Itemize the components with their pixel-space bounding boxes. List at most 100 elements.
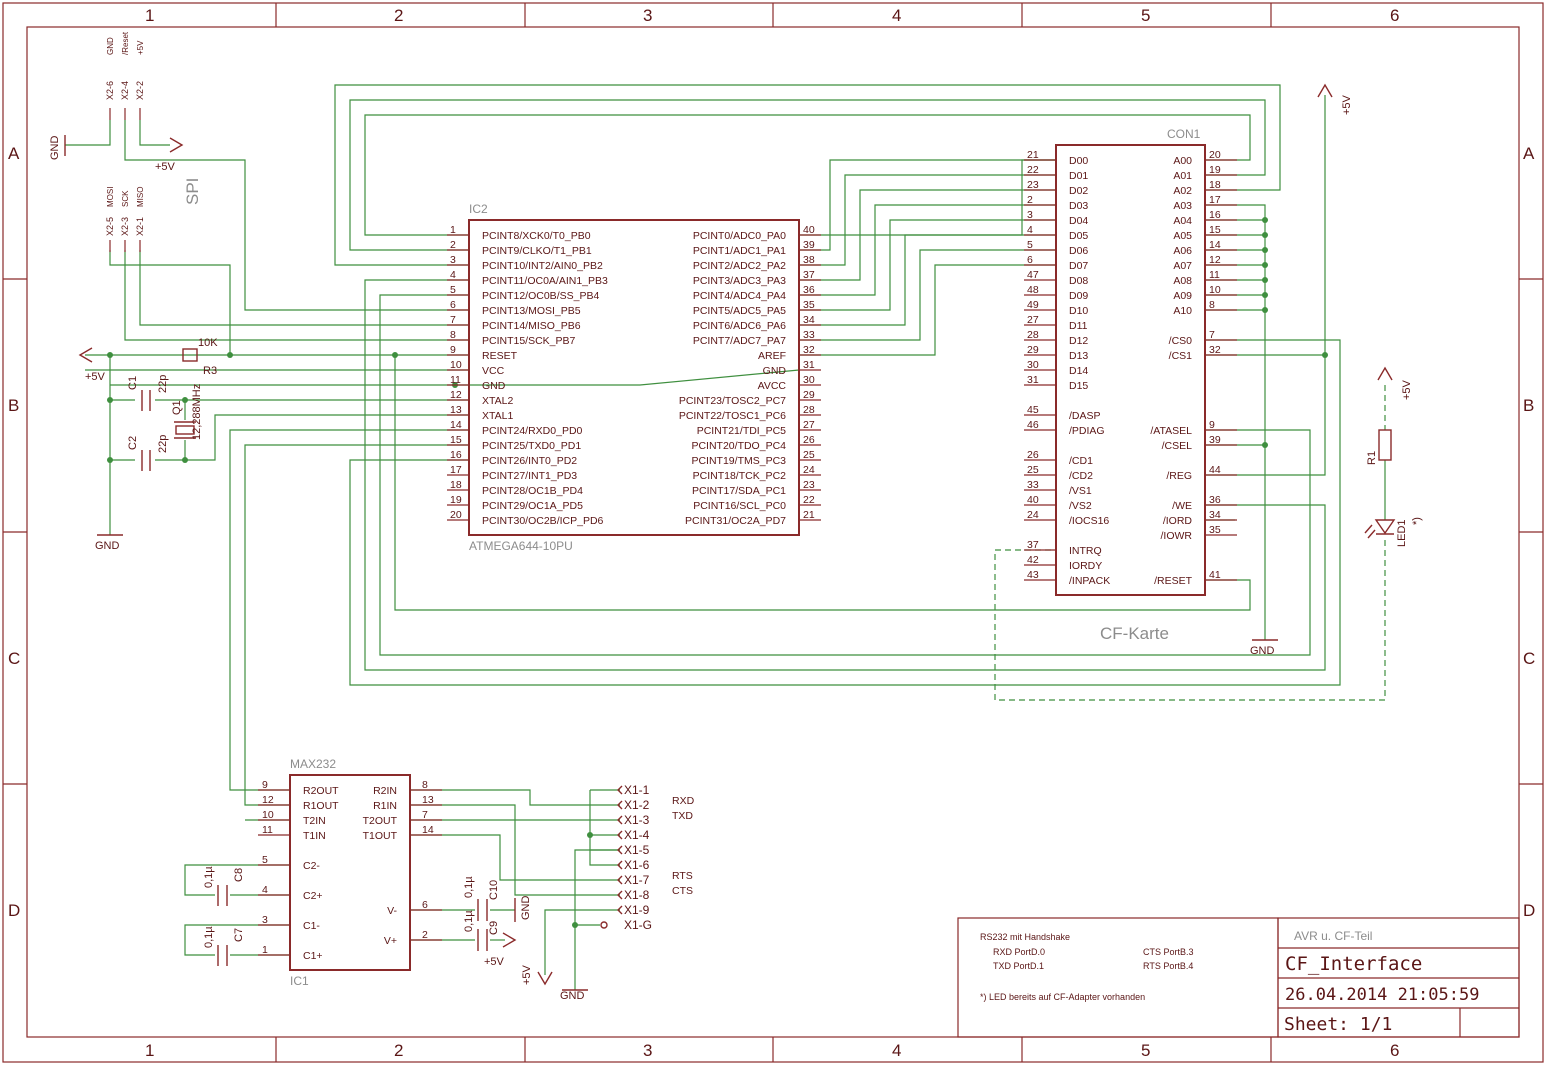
ic1-pin-label: V+ <box>384 935 397 947</box>
ic2-pin-label: PCINT22/TOSC1_PC6 <box>679 410 786 422</box>
con1-pin-label: A09 <box>1173 290 1192 302</box>
con1-pin-num: 48 <box>1027 284 1039 296</box>
con1-pin-label: D02 <box>1069 185 1088 197</box>
con1-pin-num: 25 <box>1027 464 1039 476</box>
con1-pin-label: /INPACK <box>1069 575 1110 587</box>
ic2-pin-label: RESET <box>482 350 518 362</box>
ic2-pin-num: 20 <box>450 509 462 521</box>
ic1-pin-label: V- <box>387 905 397 917</box>
ic2-pin-num: 13 <box>450 404 462 416</box>
con1-pin-num: 43 <box>1027 569 1039 581</box>
ic2-pin-num: 5 <box>450 284 456 296</box>
led1: LED1 *) <box>1364 517 1423 547</box>
spi-bot-pin-label: X2-1 <box>135 217 145 236</box>
frame-col-bottom: 4 <box>892 1041 901 1060</box>
con1-pin-num: 40 <box>1027 494 1039 506</box>
spi-top-pin-label: X2-6 <box>105 81 115 100</box>
ic2-pin-label: GND <box>482 380 506 392</box>
ic2-pin-num: 9 <box>450 344 456 356</box>
ic1-pin-label: C2- <box>303 860 320 872</box>
ic2-pin-num: 17 <box>450 464 462 476</box>
con1-pin-label: D14 <box>1069 365 1088 377</box>
con1-pin-num: 10 <box>1209 284 1221 296</box>
frame-col-bottom: 1 <box>145 1041 154 1060</box>
notes-rxd: RXD PortD.0 <box>993 947 1045 957</box>
con1-pin-num: 46 <box>1027 419 1039 431</box>
frame-col-top: 6 <box>1390 6 1399 25</box>
ic1-name: MAX232 <box>290 757 336 771</box>
ic1-pin-label: C1- <box>303 920 320 932</box>
ic2-pin-label: PCINT3/ADC3_PA3 <box>693 275 786 287</box>
ic2-pin-label: PCINT29/OC1A_PD5 <box>482 500 583 512</box>
con1-pin-num: 5 <box>1027 239 1033 251</box>
c7-capacitor: 0,1µ C7 <box>203 926 245 966</box>
ic1-pin-num: 5 <box>262 854 268 866</box>
drawing-name: CF_Interface <box>1285 953 1422 975</box>
ic2-pin-num: 40 <box>803 224 815 236</box>
ic1-pin-label: C1+ <box>303 950 323 962</box>
ic2-pin-label: PCINT21/TDI_PC5 <box>697 425 786 437</box>
notes-box: RS232 mit Handshake RXD PortD.0 TXD Port… <box>957 917 1279 1038</box>
r3-resistor: 10K R3 <box>182 337 218 377</box>
con1-pin-num: 12 <box>1209 254 1221 266</box>
ic2-pin-num: 23 <box>803 479 815 491</box>
con1-pin-num: 15 <box>1209 224 1221 236</box>
con1-pin-label: INTRQ <box>1069 545 1102 557</box>
con1-pin-num: 8 <box>1209 299 1215 311</box>
c2-capacitor: C2 22p <box>127 435 169 471</box>
ic2-pin-label: PCINT23/TOSC2_PC7 <box>679 395 786 407</box>
title-block: AVR u. CF-Teil CF_Interface 26.04.2014 2… <box>1277 917 1520 1038</box>
ic2-pin-num: 2 <box>450 239 456 251</box>
ic2-pin-num: 3 <box>450 254 456 266</box>
project-label: AVR u. CF-Teil <box>1294 929 1372 943</box>
con1-pin-label: D10 <box>1069 305 1088 317</box>
ic2-pin-label: PCINT30/OC2B/ICP_PD6 <box>482 515 604 527</box>
led1-mark: *) <box>1411 517 1423 525</box>
con1-pin-label: A05 <box>1173 230 1192 242</box>
ic2-pin-label: PCINT6/ADC6_PA6 <box>693 320 786 332</box>
frame-row-left: A <box>8 144 20 163</box>
ic2-pin-num: 35 <box>803 299 815 311</box>
c7-name: C7 <box>233 928 245 942</box>
frame-row-left: C <box>8 649 20 668</box>
con1-pin-label: /VS1 <box>1069 485 1092 497</box>
ic2-name: IC2 <box>469 202 488 216</box>
con1-pin-label: D05 <box>1069 230 1088 242</box>
con1-pin-num: 30 <box>1027 359 1039 371</box>
ic2-pin-num: 6 <box>450 299 456 311</box>
txd-label: TXD <box>672 810 693 822</box>
ic1-pin-num: 8 <box>422 779 428 791</box>
ic1-pin-num: 6 <box>422 899 428 911</box>
ic2-pin-label: PCINT9/CLKO/T1_PB1 <box>482 245 592 257</box>
ic2-pin-num: 31 <box>803 359 815 371</box>
con1-value: CF-Karte <box>1100 624 1169 643</box>
x1-pin-label: X1-9 <box>624 903 650 917</box>
x1-connector: X1-1X1-2X1-3X1-4X1-5X1-6X1-7X1-8X1-9X1-G <box>600 783 652 932</box>
con1-pin-num: 28 <box>1027 329 1039 341</box>
con1-pin-num: 19 <box>1209 164 1221 176</box>
con1-pin-label: A03 <box>1173 200 1192 212</box>
x1-pin-label: X1-8 <box>624 888 650 902</box>
spi-label: SPI <box>183 178 202 205</box>
frame-col-top: 1 <box>145 6 154 25</box>
con1-pin-label: /RESET <box>1154 575 1193 587</box>
con1-pin-label: D11 <box>1069 320 1088 332</box>
ic2-pin-label: PCINT7/ADC7_PA7 <box>693 335 786 347</box>
con1-pin-label: /IOCS16 <box>1069 515 1109 527</box>
ic1-pin-num: 7 <box>422 809 428 821</box>
con1-pin-label: D08 <box>1069 275 1088 287</box>
c10-capacitor: 0,1µ C10 <box>463 876 500 921</box>
c7-value: 0,1µ <box>203 926 215 948</box>
vcc-label-c9: +5V <box>484 956 505 968</box>
spi-bot-signal: MOSI <box>106 187 115 207</box>
frame-col-bottom: 3 <box>643 1041 652 1060</box>
drawing-date: 26.04.2014 21:05:59 <box>1285 985 1479 1005</box>
ic2-pin-label: PCINT13/MOSI_PB5 <box>482 305 581 317</box>
frame-row-right: B <box>1523 396 1534 415</box>
ic1-pin-label: C2+ <box>303 890 323 902</box>
ic2-pin-label: PCINT12/OC0B/SS_PB4 <box>482 290 599 302</box>
spi-top-signal: +5V <box>136 40 145 55</box>
con1-pin-num: 23 <box>1027 179 1039 191</box>
